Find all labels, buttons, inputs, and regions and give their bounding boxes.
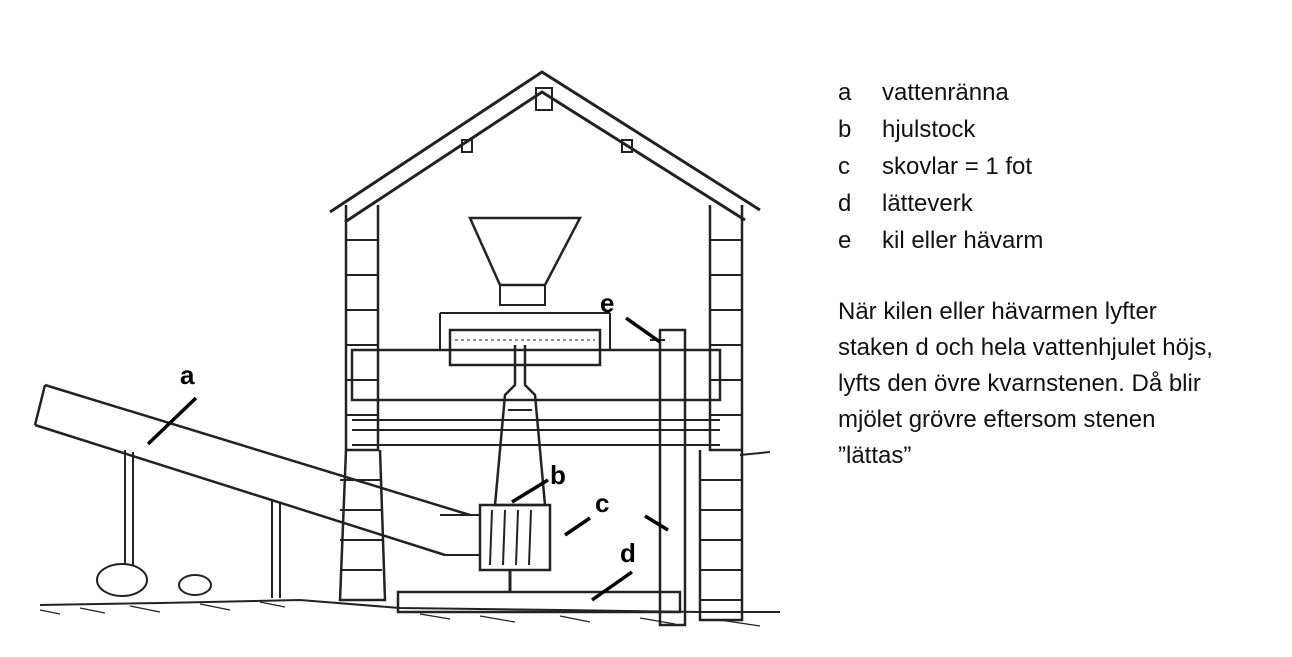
left-wall <box>338 205 387 602</box>
legend-text: vattenränna <box>882 78 1009 106</box>
legend-text: lätteverk <box>882 189 973 217</box>
callout-line-a <box>146 396 198 446</box>
legend-text: kil eller hävarm <box>882 226 1044 254</box>
legend-key: c <box>838 152 850 180</box>
roof-ridge-vent <box>535 87 553 111</box>
callout-e: e <box>600 288 614 318</box>
legend-key: d <box>838 189 852 217</box>
legend-text: skovlar = 1 fot <box>882 152 1033 180</box>
roof <box>329 70 761 224</box>
callout-c: c <box>595 488 609 518</box>
callout-line-e <box>624 316 662 344</box>
legend-item: b hjulstock <box>838 111 1043 148</box>
description-line: ”lättas” <box>838 442 912 469</box>
stone <box>96 563 148 597</box>
description-line: staken d och hela vattenhjulet höjs, <box>838 334 1213 361</box>
right-wall <box>698 205 744 622</box>
legend-item: c skovlar = 1 fot <box>838 148 1043 185</box>
callout-a: a <box>180 360 195 390</box>
description-line: När kilen eller hävarmen lyfter <box>838 298 1157 325</box>
legend: a vattenränna b hjulstock c skovlar = 1 fot… <box>838 74 1043 259</box>
hopper <box>468 216 583 287</box>
ground-hatch <box>39 601 761 627</box>
chute-post-1 <box>124 450 134 565</box>
lifting-beam <box>396 590 682 614</box>
legend-text: hjulstock <box>882 115 976 143</box>
callout-d: d <box>620 538 636 568</box>
millstone-frame <box>439 312 611 350</box>
floor-beam <box>350 348 722 402</box>
legend-key: b <box>838 115 852 143</box>
callout-line-d <box>590 570 634 602</box>
legend-item: a vattenränna <box>838 74 1043 111</box>
callout-line-b <box>511 478 549 504</box>
millstones <box>448 328 602 367</box>
chute-post-2 <box>271 500 281 598</box>
wheel-shaft <box>493 345 547 507</box>
callout-line-c <box>564 516 591 537</box>
description-line: lyfts den övre kvarnstenen. Då blir <box>838 370 1201 397</box>
description-line: mjölet grövre eftersom stenen <box>838 406 1156 433</box>
callout-line-d-rod <box>644 514 669 532</box>
lifting-rod <box>658 328 687 627</box>
callout-b: b <box>550 460 566 490</box>
legend-item: d lätteverk <box>838 185 1043 222</box>
right-ground <box>739 451 771 456</box>
water-chute <box>33 383 471 557</box>
description: När kilen eller hävarmen lyfter staken d… <box>838 294 1288 474</box>
legend-key: a <box>838 78 852 106</box>
legend-key: e <box>838 226 852 254</box>
legend-item: e kil eller hävarm <box>838 222 1043 259</box>
